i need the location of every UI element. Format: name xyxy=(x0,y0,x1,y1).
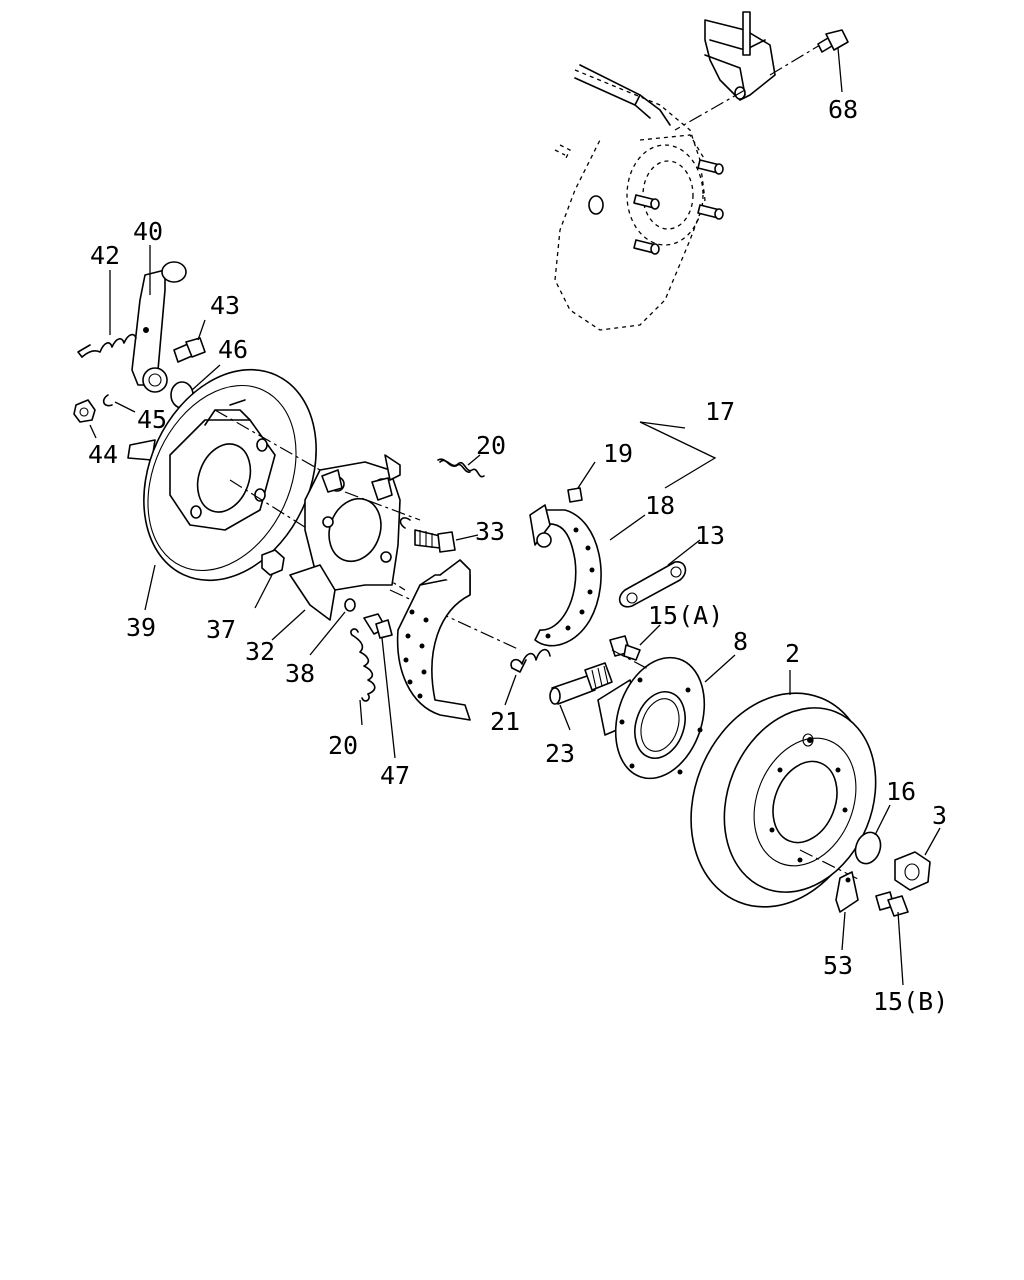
label-44: 44 xyxy=(88,440,118,469)
label-16: 16 xyxy=(886,777,916,806)
label-53: 53 xyxy=(823,951,853,980)
label-21: 21 xyxy=(490,707,520,736)
label-13: 13 xyxy=(695,521,725,550)
bolt-15b xyxy=(875,891,909,917)
label-38: 38 xyxy=(285,659,315,688)
bolt-68 xyxy=(817,29,849,53)
label-20-upper: 20 xyxy=(476,431,506,460)
wheel-stud xyxy=(633,239,660,255)
spring-42 xyxy=(77,333,137,358)
leader-lines xyxy=(89,47,941,986)
label-46: 46 xyxy=(218,335,248,364)
label-37: 37 xyxy=(206,615,236,644)
label-45: 45 xyxy=(137,405,167,434)
mounting-bracket xyxy=(704,11,776,101)
pin-19 xyxy=(567,487,583,503)
o-ring-16 xyxy=(854,831,882,865)
brake-lever-40 xyxy=(131,261,187,393)
label-17: 17 xyxy=(705,397,735,426)
label-40: 40 xyxy=(133,217,163,246)
bolt-43 xyxy=(173,337,206,363)
nut-37 xyxy=(261,549,285,576)
label-68: 68 xyxy=(828,95,858,124)
label-32: 32 xyxy=(245,637,275,666)
spring-20-upper xyxy=(437,458,485,478)
brake-anchor-32 xyxy=(289,454,411,621)
label-42: 42 xyxy=(90,241,120,270)
label-18: 18 xyxy=(645,491,675,520)
label-15b: 15(B) xyxy=(873,987,948,1016)
label-47: 47 xyxy=(380,761,410,790)
brake-shoe-left xyxy=(396,559,471,721)
spring-20-lower xyxy=(350,628,376,702)
wheel-stud xyxy=(633,194,660,210)
hub-8 xyxy=(597,656,706,780)
clip-45 xyxy=(102,394,113,407)
label-39: 39 xyxy=(126,613,156,642)
nut-3 xyxy=(894,851,931,891)
brake-drum-2 xyxy=(690,692,877,908)
axle-housing xyxy=(554,11,821,331)
label-20-lower: 20 xyxy=(328,731,358,760)
wheel-stud xyxy=(697,204,724,220)
adjuster-23 xyxy=(549,662,613,705)
backing-plate-39 xyxy=(143,368,317,582)
label-2: 2 xyxy=(785,639,800,668)
wheel-stud xyxy=(697,159,724,175)
label-23: 23 xyxy=(545,739,575,768)
bolt-15a xyxy=(609,635,641,661)
brake-shoe-18 xyxy=(529,504,602,647)
spring-21 xyxy=(510,648,551,673)
label-15a: 15(A) xyxy=(648,601,723,630)
strut-13 xyxy=(618,561,687,608)
label-33: 33 xyxy=(475,517,505,546)
nut-44 xyxy=(73,399,96,423)
washer-38 xyxy=(344,598,356,612)
label-19: 19 xyxy=(603,439,633,468)
clip-53 xyxy=(835,871,859,913)
label-3: 3 xyxy=(932,801,947,830)
label-8: 8 xyxy=(733,627,748,656)
bolt-47 xyxy=(363,613,393,639)
part-labels: 68 40 42 43 46 45 44 39 20 17 19 18 13 3… xyxy=(88,95,948,1016)
adjuster-pin-33 xyxy=(414,529,456,553)
label-43: 43 xyxy=(210,291,240,320)
